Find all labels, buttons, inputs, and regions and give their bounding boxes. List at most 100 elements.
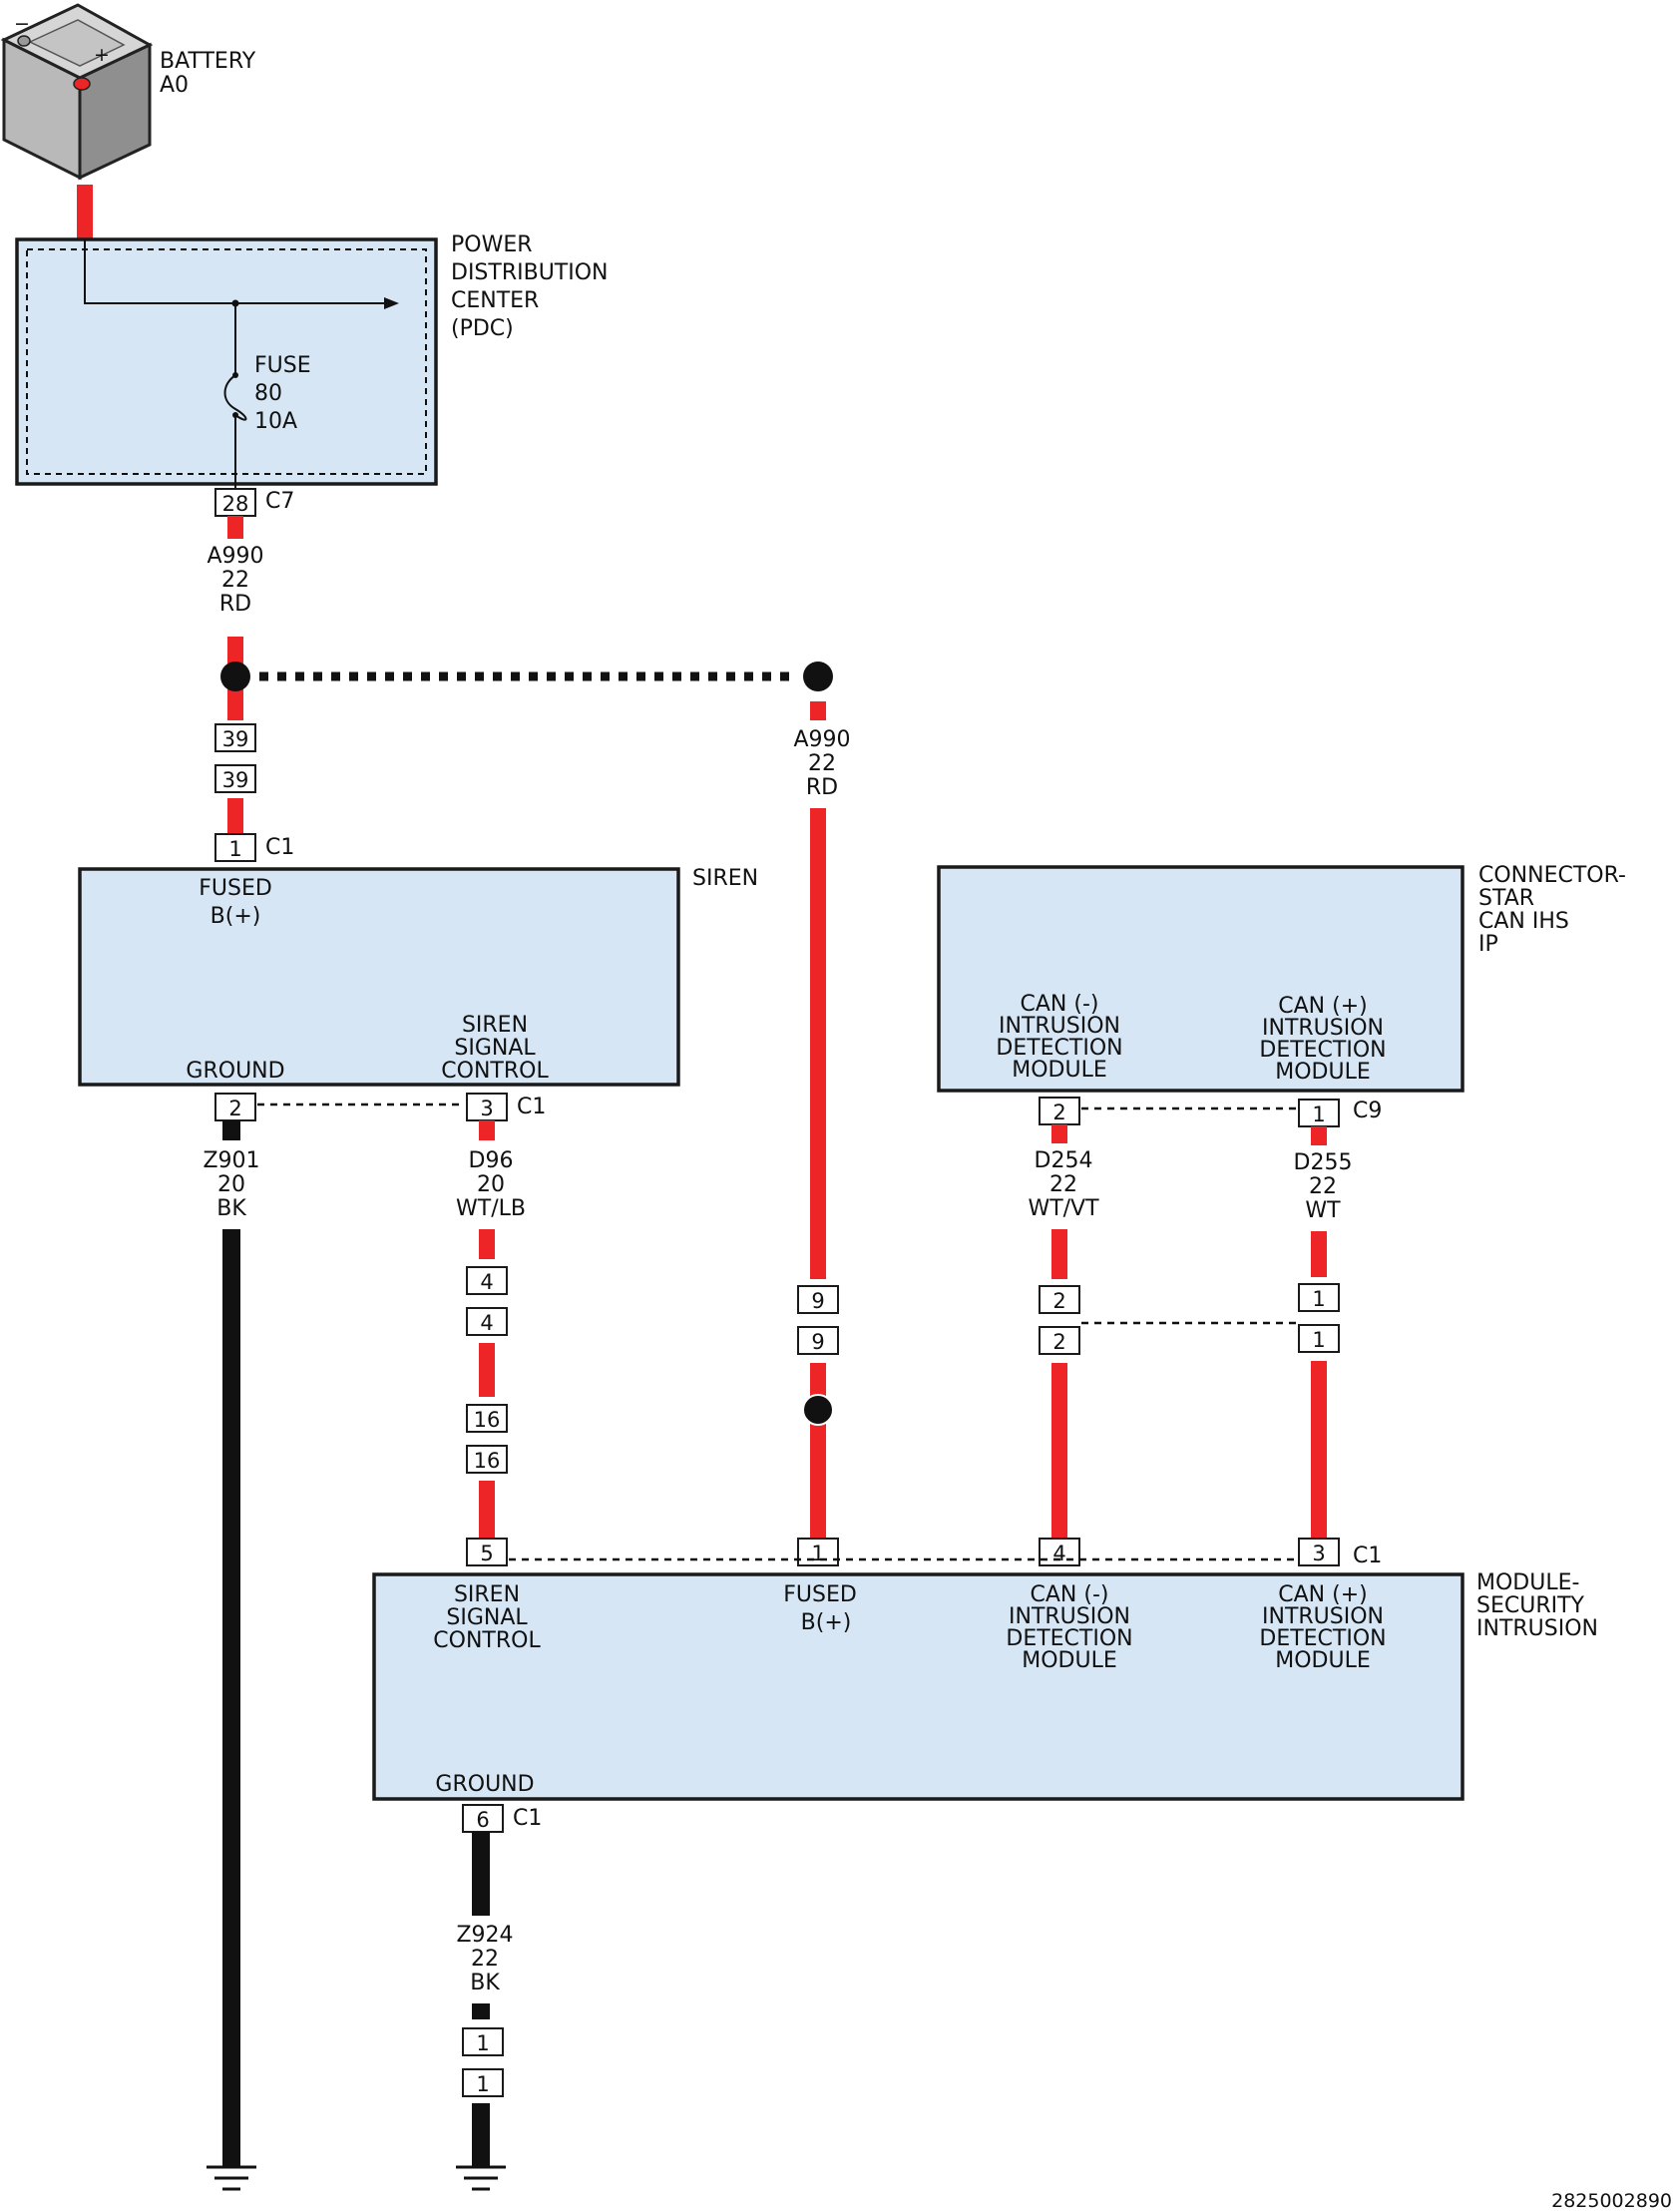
siren-box [78,867,680,1087]
fuse-rating: 10A [254,409,297,434]
siren-pin-signal: 3 [480,1097,493,1120]
module-ground-label: GROUND [435,1772,534,1797]
inline-pin-box [214,764,256,793]
module-pin-can-plus: 3 [1312,1542,1325,1565]
module-siren-signal-line1: SIREN [454,1582,520,1607]
module-can-minus-line2: INTRUSION [1009,1604,1130,1629]
fuse-terminal-top [232,372,238,378]
connector-star-title-line1: CONNECTOR- [1478,863,1626,888]
module-pin-ground-box [462,1804,504,1833]
z901-color: BK [216,1196,246,1221]
inline-pin: 2 [1052,1289,1065,1313]
z924-circuit: Z924 [456,1923,513,1948]
module-title-line2: SECURITY [1476,1593,1585,1618]
splice-left [220,662,250,691]
inline-pin: 2 [1052,1330,1065,1354]
splice-right [803,662,833,691]
module-fused-line1: FUSED [783,1582,857,1607]
module-pin-ground: 6 [476,1808,489,1832]
inline-pin-box [797,1326,839,1355]
pdc-pin: 28 [222,492,249,516]
d255-gauge: 22 [1309,1174,1337,1199]
connector-star-title-line3: CAN IHS [1478,909,1569,934]
fuse-number: 80 [254,381,282,406]
pdc-title-line3: CENTER [451,288,539,313]
star-connector: C9 [1353,1099,1382,1123]
inline-pin: 9 [811,1289,824,1313]
star-can-minus-line4: MODULE [1012,1058,1107,1083]
star-pin-minus-box [1039,1097,1080,1125]
connector-star-box [937,865,1464,1093]
pdc-title-line4: (PDC) [451,316,514,341]
star-can-plus-line3: DETECTION [1259,1038,1386,1063]
inline-pin: 4 [480,1311,493,1335]
star-pin-minus: 2 [1052,1101,1065,1124]
pdc-connector: C7 [265,489,294,514]
inline-pin: 16 [474,1408,501,1432]
module-pin-siren-box [466,1538,508,1566]
svg-text:+: + [94,44,110,66]
inline-pin-box [466,1307,508,1336]
module-can-minus-line1: CAN (-) [1031,1582,1109,1607]
z901-gauge: 20 [217,1172,245,1197]
inline-pin: 1 [476,2072,489,2096]
battery-label: BATTERY [160,49,256,74]
ground-icon [456,2165,506,2191]
module-connector-top: C1 [1353,1544,1382,1568]
module-can-minus-line3: DETECTION [1006,1626,1132,1651]
star-can-plus-line4: MODULE [1275,1060,1371,1085]
siren-connector-bottom: C1 [517,1095,546,1119]
pdc-title-line2: DISTRIBUTION [451,260,609,285]
a990-right-gauge: 22 [808,751,836,776]
pdc-title-line1: POWER [451,232,533,257]
pdc-box [15,237,438,486]
d255-circuit: D255 [1294,1150,1353,1175]
module-pin-can-minus: 4 [1052,1542,1065,1565]
siren-ground-label: GROUND [186,1059,284,1084]
module-can-plus-line4: MODULE [1275,1648,1371,1673]
module-title-line1: MODULE- [1476,1570,1579,1595]
inline-pin: 9 [811,1330,824,1354]
siren-connector-top: C1 [265,835,294,860]
siren-signal-line3: CONTROL [441,1059,549,1084]
module-fused-line2: B(+) [801,1610,852,1635]
inline-pin-box [462,2027,504,2056]
module-can-minus-line4: MODULE [1022,1648,1117,1673]
inline-pin: 39 [222,727,249,751]
star-can-minus-line3: DETECTION [996,1036,1122,1061]
inline-pin-box [1039,1326,1080,1355]
battery-id: A0 [160,73,189,98]
svg-text:−: − [14,13,30,35]
star-can-plus-line1: CAN (+) [1278,994,1367,1019]
siren-pin-top: 1 [228,837,241,861]
inline-pin-box [1298,1283,1340,1312]
module-pin-can-minus-box [1039,1538,1080,1566]
inline-pin: 1 [476,2031,489,2055]
siren-signal-line2: SIGNAL [454,1036,536,1061]
siren-signal-line1: SIREN [462,1013,528,1038]
inline-pin: 39 [222,768,249,792]
d96-circuit: D96 [469,1148,514,1173]
module-pin-fused: 1 [811,1542,824,1565]
module-pin-fused-box [797,1538,839,1566]
a990-right-circuit: A990 [793,727,850,752]
a990-left-gauge: 22 [221,568,249,593]
connector-star-title-line4: IP [1478,932,1498,957]
star-can-minus-line1: CAN (-) [1021,992,1099,1017]
module-siren-signal-line2: SIGNAL [446,1605,528,1630]
fuse-label: FUSE [254,353,311,378]
star-pin-plus: 1 [1312,1103,1325,1126]
siren-pin-top-box [214,833,256,862]
d254-circuit: D254 [1035,1148,1093,1173]
star-can-minus-line2: INTRUSION [999,1014,1120,1039]
inline-pin-box [1039,1285,1080,1314]
pdc-busbar [84,239,391,304]
module-connector-ground: C1 [513,1806,542,1831]
z924-gauge: 22 [471,1947,499,1972]
busbar-arrow-icon [384,297,399,309]
fuse-icon [223,374,247,421]
inline-pin: 1 [1312,1287,1325,1311]
inline-pin-box [797,1285,839,1314]
inline-pin: 4 [480,1270,493,1294]
inline-pin-box [214,723,256,752]
